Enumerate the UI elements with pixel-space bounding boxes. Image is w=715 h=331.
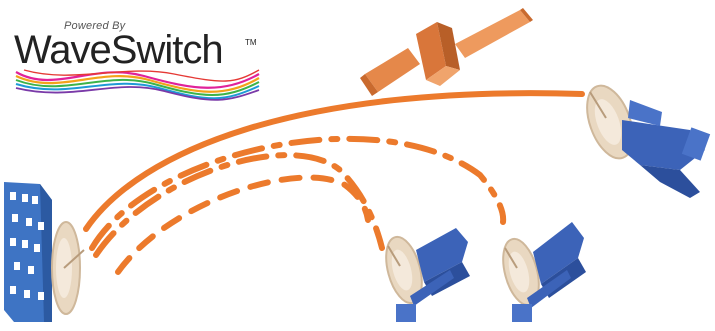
satellite-dish-icon [578,79,710,198]
signal-path-solid [86,93,582,229]
signal-path-dashdot-small [96,155,382,255]
satellite-dish-icon [497,222,586,322]
satellite-icon [360,8,533,96]
satellite-dish-icon [380,228,470,322]
building-icon [4,182,84,322]
